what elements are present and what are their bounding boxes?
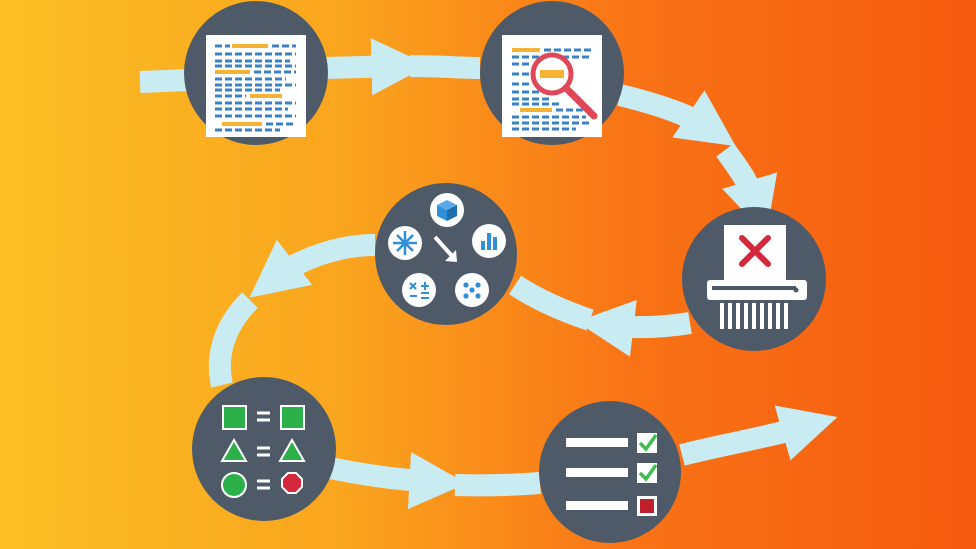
list-line-3 [566, 501, 628, 510]
bar-chart-icon [481, 233, 497, 250]
octagon-right [281, 472, 303, 494]
arrow-1-to-2 [324, 38, 429, 96]
arrow-5-to-6b [454, 472, 541, 497]
dots-icon [463, 282, 481, 299]
arrow-start [139, 69, 191, 93]
check-icon [638, 463, 658, 482]
step-document [184, 1, 328, 145]
step-shred [682, 207, 826, 351]
step-search [480, 1, 624, 145]
equals-icon [257, 479, 270, 490]
arrow-end [679, 405, 838, 466]
document-icon [206, 35, 306, 137]
arrow-2-to-3a [617, 84, 736, 147]
arrow-2-to-2b [409, 55, 481, 79]
math-symbols-icon [409, 282, 429, 299]
list-line-1 [566, 438, 628, 447]
cube-icon [437, 200, 457, 221]
equals-icon [257, 446, 270, 457]
arrow-3-to-4 [576, 300, 692, 357]
math-icon-bg [402, 273, 436, 307]
down-right-arrow-icon [433, 235, 454, 258]
shredded-strips [720, 303, 788, 329]
unchecked-mark [640, 499, 654, 513]
flow-arrows [139, 38, 838, 510]
shape-comparison-icon [220, 405, 306, 498]
arrow-4-to-5a [249, 234, 376, 298]
triangle-right [278, 437, 306, 462]
shredder-icon [707, 225, 807, 329]
step-checklist [539, 401, 681, 543]
magnifier-document-icon [502, 35, 602, 137]
arrow-4-right [509, 275, 594, 331]
arrows-cross-icon [393, 231, 417, 255]
square-left [222, 405, 247, 430]
magnifier-handle [562, 84, 598, 120]
triangle-left [220, 437, 248, 462]
step-compare [192, 377, 336, 521]
circle-left [221, 472, 247, 498]
arrow-2-to-3b [716, 143, 778, 236]
reject-x-icon [739, 235, 771, 267]
checklist-icon [566, 433, 658, 516]
equals-icon [257, 411, 270, 422]
square-right [280, 405, 305, 430]
rejected-paper [724, 225, 786, 287]
arrow-4-to-5b [208, 292, 259, 388]
list-line-2 [566, 468, 628, 477]
step-analyze [375, 183, 517, 325]
arrow-5-to-6 [327, 451, 467, 510]
analysis-icons [388, 193, 506, 307]
check-icon [638, 433, 658, 452]
